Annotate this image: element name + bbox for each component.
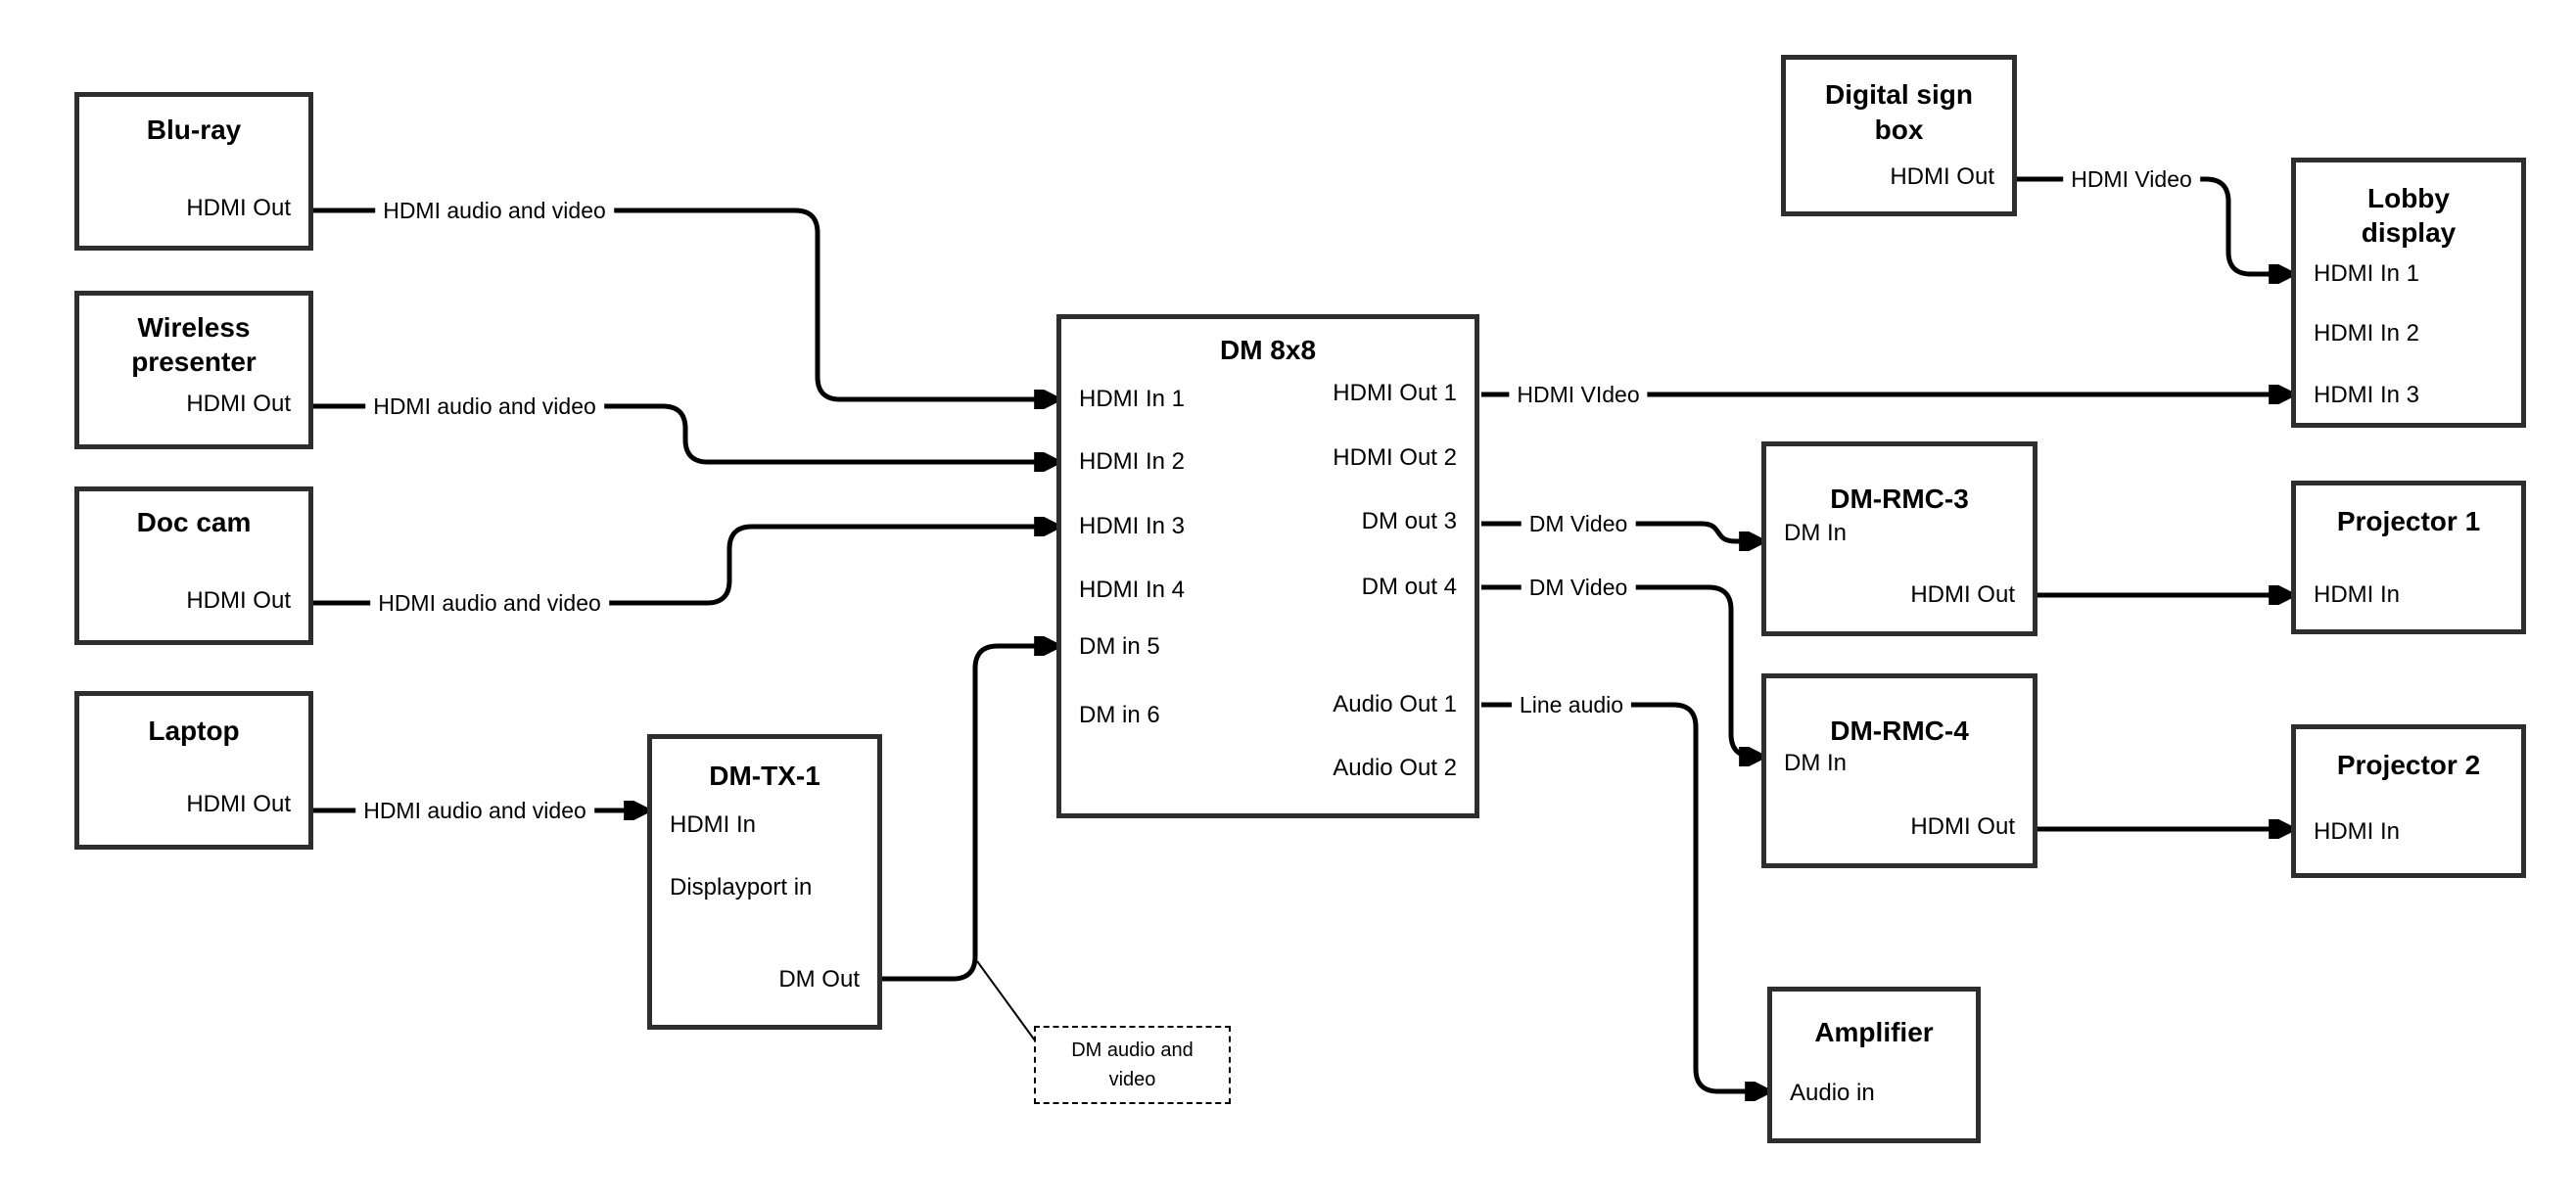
node-dm-rmc-3: DM-RMC-3 DM In HDMI Out bbox=[1761, 441, 2037, 636]
port-dm-in: DM In bbox=[1784, 750, 1848, 776]
port-hdmi-in-2: HDMI In 2 bbox=[1079, 448, 1186, 475]
node-blu-ray: Blu-ray HDMI Out bbox=[74, 92, 313, 251]
port-audio-in: Audio in bbox=[1790, 1080, 1875, 1106]
wire-label-bluray: HDMI audio and video bbox=[375, 197, 614, 224]
node-title: DM 8x8 bbox=[1219, 335, 1317, 365]
port-hdmi-out: HDMI Out bbox=[186, 391, 291, 417]
port-hdmi-out: HDMI Out bbox=[1910, 581, 2015, 608]
node-title: Doc cam bbox=[136, 507, 252, 537]
port-displayport-in: Displayport in bbox=[670, 874, 813, 901]
wire-label-doccam: HDMI audio and video bbox=[370, 589, 609, 617]
port-dm-out-3: DM out 3 bbox=[1361, 508, 1457, 534]
node-title: Amplifier bbox=[1814, 1017, 1934, 1047]
node-title: Laptop bbox=[148, 716, 240, 746]
port-hdmi-out: HDMI Out bbox=[186, 195, 291, 221]
node-title: Projector 1 bbox=[2336, 506, 2481, 536]
wire-label-line-audio: Line audio bbox=[1511, 691, 1632, 718]
port-hdmi-in-2: HDMI In 2 bbox=[2314, 320, 2420, 346]
port-hdmi-out: HDMI Out bbox=[1910, 813, 2015, 840]
node-wireless-presenter: Wireless presenter HDMI Out bbox=[74, 291, 313, 449]
node-title: Digital sign box bbox=[1825, 79, 1973, 145]
port-hdmi-in: HDMI In bbox=[670, 811, 757, 838]
port-hdmi-out-1: HDMI Out 1 bbox=[1333, 380, 1457, 406]
node-title: Lobby display bbox=[2361, 183, 2457, 248]
port-hdmi-in-3: HDMI In 3 bbox=[2314, 382, 2420, 408]
node-title: Blu-ray bbox=[146, 115, 242, 145]
port-hdmi-in-1: HDMI In 1 bbox=[1079, 386, 1186, 412]
node-lobby-display: Lobby display HDMI In 1 HDMI In 2 HDMI I… bbox=[2291, 158, 2526, 428]
node-amplifier: Amplifier Audio in bbox=[1767, 987, 1981, 1143]
node-laptop: Laptop HDMI Out bbox=[74, 691, 313, 850]
port-hdmi-out: HDMI Out bbox=[186, 587, 291, 614]
wire-label-dm-video-3: DM Video bbox=[1521, 510, 1636, 537]
node-title: DM-RMC-4 bbox=[1830, 716, 1969, 746]
port-audio-out-2: Audio Out 2 bbox=[1333, 755, 1457, 781]
wire-dm8x8-out4-to-rmc4 bbox=[1481, 584, 1759, 757]
port-hdmi-in: HDMI In bbox=[2314, 581, 2401, 608]
node-title: Projector 2 bbox=[2336, 750, 2481, 780]
node-dm-tx-1: DM-TX-1 HDMI In Displayport in DM Out bbox=[647, 734, 882, 1030]
node-title: DM-RMC-3 bbox=[1830, 484, 1969, 514]
port-hdmi-in-1: HDMI In 1 bbox=[2314, 260, 2420, 287]
note-dm-audio-and-video: DM audio and video bbox=[1034, 1026, 1231, 1104]
port-hdmi-out: HDMI Out bbox=[1890, 163, 1994, 190]
node-digital-sign-box: Digital sign box HDMI Out bbox=[1781, 55, 2017, 216]
wire-bluray-to-dm8x8-in1 bbox=[313, 208, 1054, 399]
port-dm-in: DM In bbox=[1784, 520, 1848, 546]
node-doc-cam: Doc cam HDMI Out bbox=[74, 486, 313, 645]
wire-label-hdmi-video-sign: HDMI Video bbox=[2063, 165, 2200, 193]
node-dm-8x8: DM 8x8 HDMI In 1 HDMI In 2 HDMI In 3 HDM… bbox=[1056, 314, 1479, 818]
port-dm-in-5: DM in 5 bbox=[1079, 633, 1160, 660]
wire-label-laptop: HDMI audio and video bbox=[355, 797, 594, 824]
node-projector-1: Projector 1 HDMI In bbox=[2291, 481, 2526, 634]
port-dm-out: DM Out bbox=[778, 966, 860, 993]
node-dm-rmc-4: DM-RMC-4 DM In HDMI Out bbox=[1761, 673, 2037, 868]
wire-digitalsign-to-lobby-in1 bbox=[2017, 176, 2289, 274]
port-dm-in-6: DM in 6 bbox=[1079, 702, 1160, 728]
node-title: Wireless presenter bbox=[131, 312, 257, 377]
port-hdmi-in-3: HDMI In 3 bbox=[1079, 513, 1186, 539]
wire-dm8x8-audio1-to-amplifier bbox=[1481, 702, 1765, 1091]
note-text: DM audio and video bbox=[1071, 1039, 1194, 1090]
wire-label-dm-video-4: DM Video bbox=[1521, 574, 1636, 601]
node-title: DM-TX-1 bbox=[709, 761, 820, 791]
port-hdmi-out-2: HDMI Out 2 bbox=[1333, 444, 1457, 471]
port-dm-out-4: DM out 4 bbox=[1361, 574, 1457, 600]
node-projector-2: Projector 2 HDMI In bbox=[2291, 724, 2526, 878]
port-hdmi-out: HDMI Out bbox=[186, 791, 291, 817]
wire-dmtx1-to-dm8x8-in5 bbox=[882, 646, 1054, 982]
port-audio-out-1: Audio Out 1 bbox=[1333, 691, 1457, 717]
note-callout-line bbox=[976, 960, 1036, 1041]
wire-label-hdmi-video-out1: HDMI VIdeo bbox=[1509, 381, 1648, 408]
port-hdmi-in: HDMI In bbox=[2314, 818, 2401, 845]
wire-label-wireless: HDMI audio and video bbox=[365, 393, 604, 420]
port-hdmi-in-4: HDMI In 4 bbox=[1079, 577, 1186, 603]
